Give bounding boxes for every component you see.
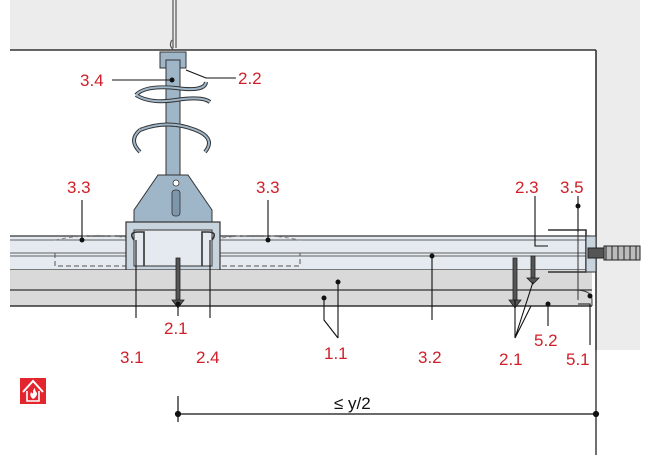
label-3-3-left: 3.3 <box>67 178 91 197</box>
label-3-1: 3.1 <box>120 348 144 367</box>
label-2-1-right: 2.1 <box>499 350 523 369</box>
screws <box>171 255 540 309</box>
label-5-2: 5.2 <box>534 331 558 350</box>
label-3-4: 3.4 <box>80 71 104 90</box>
cd-profile-band <box>10 234 596 271</box>
label-3-3-right: 3.3 <box>256 178 280 197</box>
wall-anchor <box>587 245 641 261</box>
fire-protection-icon <box>20 378 46 404</box>
label-5-1: 5.1 <box>566 350 590 369</box>
dimension-label: ≤ y/2 <box>334 394 371 413</box>
screw-right-b <box>526 255 540 285</box>
label-1-1: 1.1 <box>324 344 348 363</box>
label-2-1-left: 2.1 <box>164 319 188 338</box>
screw-left <box>171 257 185 309</box>
board-layer <box>10 270 593 307</box>
label-2-4: 2.4 <box>196 348 220 367</box>
label-3-2: 3.2 <box>418 348 442 367</box>
label-2-3: 2.3 <box>515 178 539 197</box>
main-channel <box>125 221 221 271</box>
leader-lines <box>81 69 591 345</box>
hanger-wire <box>169 0 177 51</box>
leader-dots <box>79 77 593 307</box>
label-2-2: 2.2 <box>238 69 262 88</box>
dimension-line <box>174 350 600 455</box>
side-wall <box>596 50 640 350</box>
hanger <box>132 51 213 223</box>
ceiling-slab <box>10 0 640 50</box>
label-3-5: 3.5 <box>560 178 584 197</box>
